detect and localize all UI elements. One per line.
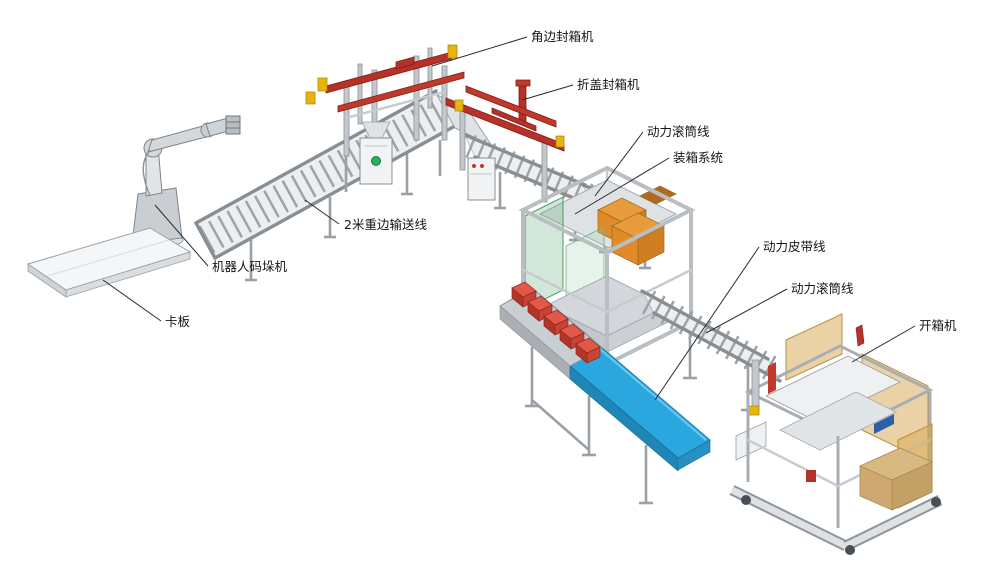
red-beam [337,71,465,113]
caster-wheel [845,545,855,555]
bottom-rail [605,320,693,366]
red-clamp-arm [491,107,537,132]
leader-robot-palletizer [154,204,209,267]
red-clamp [395,56,415,70]
red-sealing-beams [445,79,565,152]
leader-power-roller-line-lower [705,288,788,334]
leader-power-belt-line [654,246,760,401]
amber-panel-back [785,313,843,381]
mid-rail [521,268,609,314]
label-pallet: 卡板 [165,314,191,329]
white-plate-lower [778,391,898,451]
heavy-edge-conveyor-2m [194,89,457,282]
red-beam [325,51,453,94]
cardboard-case [859,447,933,511]
robot-cable [142,149,151,197]
mid-rail [605,268,693,314]
start-button [371,156,381,166]
leader-power-roller-line-upper [594,131,644,197]
leader-pallet [102,279,162,322]
pallet-board-seam [46,239,170,277]
leader-corner-edge-case-sealer [431,36,528,67]
yellow-cylinder [555,135,565,148]
machine-post [459,107,466,171]
red-mast-cap [515,79,531,87]
label-case-erector: 开箱机 [919,318,957,333]
label-case-packing-system: 装箱系统 [673,150,723,165]
red-component [768,362,776,394]
white-plate-upper [764,355,902,423]
conveyor-end-cap [194,221,217,260]
conveyor-rollers [198,94,454,254]
leader-case-packing-system [574,157,670,215]
case-erector-machine [729,313,943,555]
cabinet-button-red [472,164,476,168]
leader-heavy-edge-conveyor-2m [304,199,340,225]
leader-case-erector [851,325,916,363]
yellow-unit [747,405,760,416]
caster-wheel [741,495,751,505]
blue-component [874,414,894,434]
red-handle [855,324,865,347]
yellow-cylinder [317,77,328,92]
label-heavy-edge-conveyor-2m: 2米重边输送线 [344,217,427,232]
machine-post [357,63,363,125]
caster-wheel [931,497,941,507]
corner-edge-case-sealer [305,44,465,192]
belt-legs [525,347,653,505]
red-mast [518,83,527,123]
belt-end-face [677,439,711,471]
machine-post [427,47,433,109]
yellow-motor [305,91,316,105]
red-motor [806,470,816,482]
cabinet-button-red [480,164,484,168]
robot-upper-arm [147,123,211,153]
product-box [543,309,569,336]
product-box [575,337,601,364]
belt-side [569,365,679,472]
label-robot-palletizer: 机器人码垛机 [212,259,288,274]
orange-carton-stack [597,185,677,266]
machine-post [541,139,548,203]
product-box [511,281,537,308]
label-flap-fold-case-sealer: 折盖封箱机 [577,77,640,92]
conveyor-rail-near [213,124,457,260]
base-skids [729,485,943,551]
yellow-cylinder [447,44,458,59]
pallet [26,227,192,298]
mid-rail [746,438,840,488]
yellow-cylinder [454,99,464,112]
robot-gripper [225,115,241,135]
leader-flap-fold-case-sealer [521,84,574,101]
label-corner-edge-case-sealer: 角边封箱机 [531,29,594,44]
labels: 角边封箱机 折盖封箱机 动力滚筒线 装箱系统 动力皮带线 动力滚筒线 开箱机 2… [165,29,957,333]
red-beam [465,85,557,128]
label-power-roller-line-upper: 动力滚筒线 [647,124,710,139]
power-belt-line [499,281,711,505]
conveyor-rail-far [194,89,438,225]
bed-rail-far [463,133,587,187]
label-power-belt-line: 动力皮带线 [763,239,826,254]
label-power-roller-line-lower: 动力滚筒线 [791,281,854,296]
pallet-left-edge [27,263,67,298]
sealer-legs [344,140,442,192]
case-side [859,465,893,511]
left-column [751,359,760,411]
queued-product-boxes [511,281,601,364]
machine-post [343,83,350,157]
bed-rollers [465,134,595,208]
side-rail [344,90,446,120]
red-beam [445,97,565,152]
bed-rail-far [640,289,770,361]
product-box [527,295,553,322]
carton-side [611,225,639,266]
bed-rail-near [652,311,782,383]
leader-lines [102,36,916,401]
